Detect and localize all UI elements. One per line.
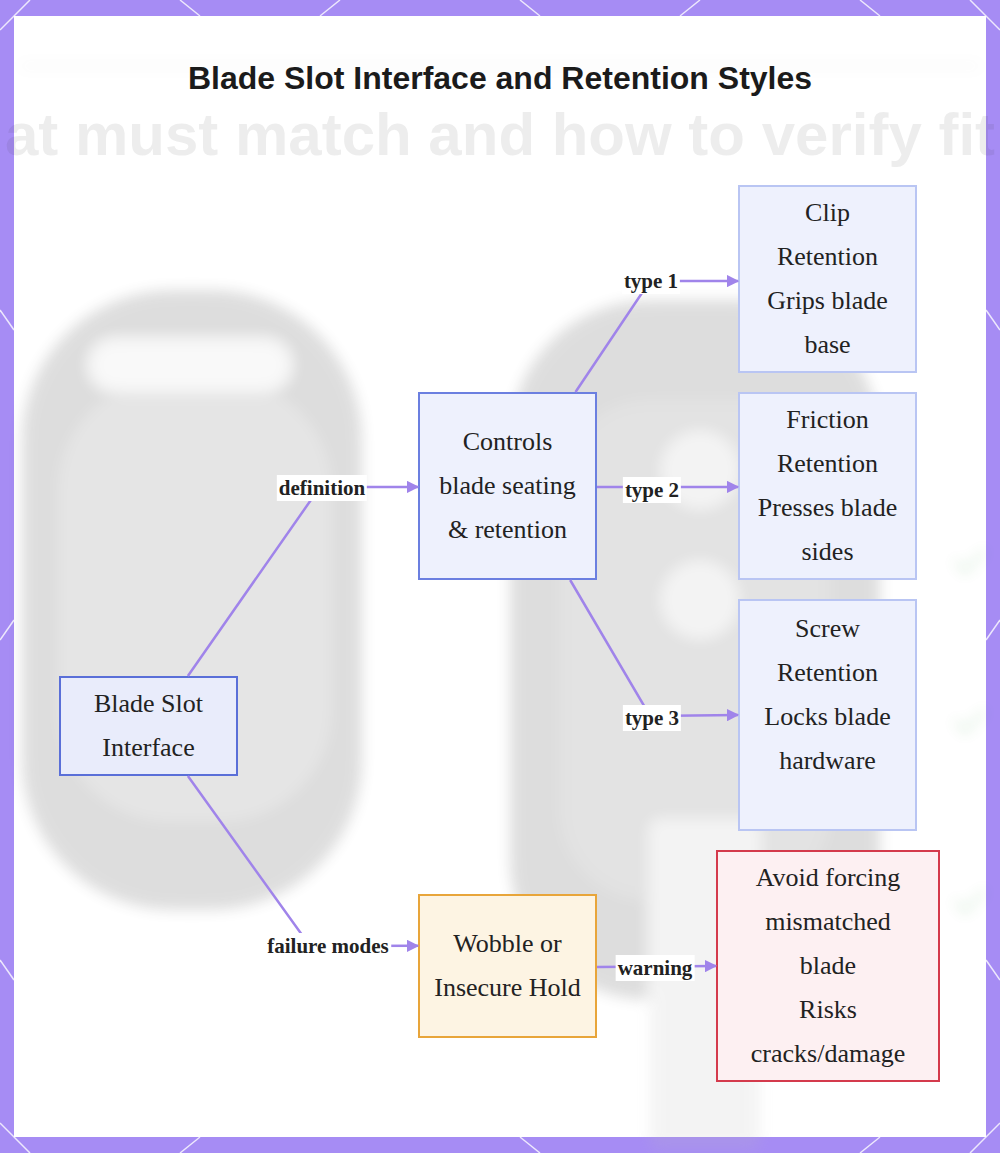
connector-arrow <box>188 487 418 676</box>
edge-label: failure modes <box>265 933 391 959</box>
failure-box: Wobble or Insecure Hold <box>418 894 597 1038</box>
node-text: Wobble or Insecure Hold <box>432 922 584 1010</box>
edge-label: type 2 <box>623 477 681 503</box>
type-box: Friction RetentionPresses blade sides <box>738 392 917 580</box>
node-text: Controls blade seating & retention <box>432 420 584 552</box>
definition-box: Controls blade seating & retention <box>418 392 597 580</box>
node-text: Avoid forcing mismatched blade <box>736 856 920 988</box>
edge-label: type 3 <box>623 705 681 731</box>
warning-box: Avoid forcing mismatched bladeRisks crac… <box>716 850 940 1082</box>
type-box: Screw RetentionLocks blade hardware <box>738 599 917 831</box>
watermark-text: at must match and how to verify fit <box>0 102 1000 168</box>
node-text: Presses blade sides <box>752 486 904 574</box>
node-text: Friction Retention <box>752 398 904 486</box>
edge-label: definition <box>277 475 367 501</box>
node-text: Risks cracks/damage <box>736 988 920 1076</box>
node-text: Clip Retention <box>752 191 904 279</box>
connector-arrow <box>576 281 738 392</box>
node-text: Locks blade hardware <box>752 695 904 783</box>
type-box: Clip RetentionGrips blade base <box>738 185 917 373</box>
connector-arrow <box>570 580 738 716</box>
root-box: Blade Slot Interface <box>59 676 238 776</box>
node-text: Blade Slot Interface <box>73 682 225 770</box>
diagram-title: Blade Slot Interface and Retention Style… <box>170 62 830 95</box>
edge-label: warning <box>616 955 695 981</box>
edge-label: type 1 <box>622 268 680 294</box>
node-text: Grips blade base <box>752 279 904 367</box>
connector-arrow <box>188 776 418 946</box>
node-text: Screw Retention <box>752 607 904 695</box>
